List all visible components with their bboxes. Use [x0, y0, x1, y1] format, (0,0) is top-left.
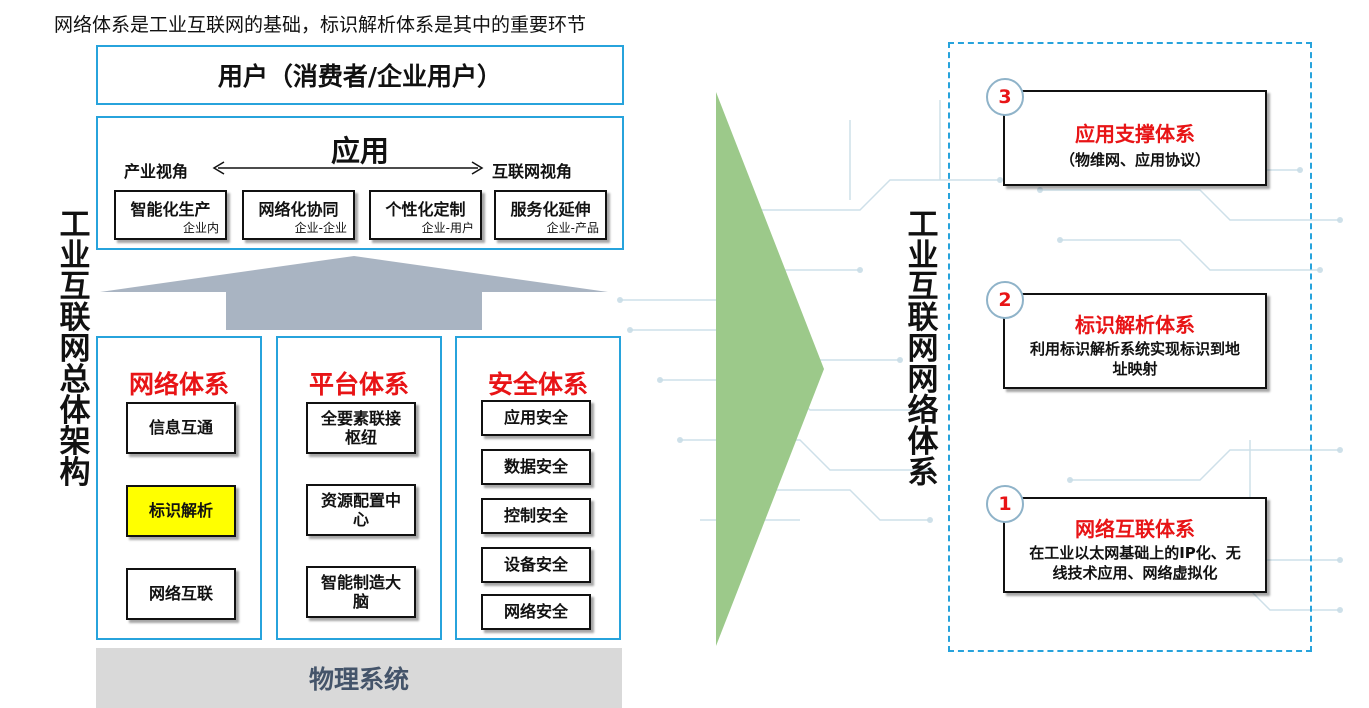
- identifier-resolution-box: 标识解析: [126, 485, 236, 537]
- number-badge-1: 1: [986, 485, 1024, 523]
- data-security-box: 数据安全: [481, 449, 591, 485]
- users-box-label: 用户（消费者/企业用户）: [217, 62, 503, 91]
- network-security-box: 网络安全: [481, 594, 591, 630]
- application-security-box: 应用安全: [481, 400, 591, 436]
- application-support-system-box: 应用支撑体系 （物维网、应用协议）: [1003, 90, 1267, 186]
- control-security-box: 控制安全: [481, 498, 591, 534]
- resource-allocation-center-box: 资源配置中心: [306, 484, 416, 536]
- number-badge-2: 2: [986, 281, 1024, 319]
- network-system-title: 网络体系: [128, 370, 229, 399]
- green-chevron-arrow: [716, 92, 824, 646]
- smart-manufacturing-brain-box: 智能制造大脑: [306, 566, 416, 618]
- users-box: 用户（消费者/企业用户）: [96, 45, 624, 105]
- app-item-personalized-customization: 个性化定制 企业-用户: [369, 190, 482, 240]
- internet-perspective-label: 互联网视角: [492, 162, 573, 181]
- network-system-panel: [948, 42, 1312, 652]
- caption: 网络体系是工业互联网的基础，标识解析体系是其中的重要环节: [54, 14, 587, 36]
- app-item-smart-production: 智能化生产 企业内: [114, 190, 227, 240]
- network-interconnection-title: 网络互联体系: [1075, 517, 1195, 541]
- application-support-title: 应用支撑体系: [1075, 122, 1195, 146]
- network-interconnect-box: 网络互联: [126, 568, 236, 620]
- left-vertical-title: 工业互联网总体架构: [59, 207, 91, 491]
- platform-system-title: 平台体系: [308, 370, 409, 399]
- network-interconnection-system-box: 网络互联体系 在工业以太网基础上的IP化、无线技术应用、网络虚拟化: [1003, 497, 1267, 593]
- identifier-resolution-title: 标识解析体系: [1075, 313, 1195, 337]
- application-support-desc: （物维网、应用协议）: [1059, 151, 1210, 169]
- security-system-title: 安全体系: [487, 370, 588, 399]
- physical-system-bar: 物理系统: [96, 648, 622, 708]
- platform-system-column: 平台体系 全要素联接枢纽 资源配置中心 智能制造大脑: [276, 336, 442, 640]
- all-elements-hub-box: 全要素联接枢纽: [306, 402, 416, 454]
- info-interconnect-box: 信息互通: [126, 402, 236, 454]
- device-security-box: 设备安全: [481, 547, 591, 583]
- up-arrow-shape: [100, 256, 608, 330]
- application-box: 应用 产业视角 互联网视角 智能化生产 企业内 网络化协同 企业-企业 个性化定…: [96, 116, 624, 250]
- identifier-resolution-system-box: 标识解析体系 利用标识解析系统实现标识到地址映射: [1003, 293, 1267, 389]
- app-item-service-extension: 服务化延伸 企业-产品: [494, 190, 607, 240]
- network-interconnection-desc: 在工业以太网基础上的IP化、无线技术应用、网络虚拟化: [1029, 544, 1241, 582]
- number-badge-3: 3: [986, 78, 1024, 116]
- right-vertical-title: 工业互联网网络体系: [907, 207, 939, 491]
- application-title: 应用: [330, 134, 389, 168]
- identifier-resolution-desc: 利用标识解析系统实现标识到地址映射: [1029, 340, 1240, 378]
- network-system-column: 网络体系 信息互通 标识解析 网络互联: [96, 336, 262, 640]
- physical-system-label: 物理系统: [308, 665, 409, 694]
- app-item-networked-collaboration: 网络化协同 企业-企业: [242, 190, 355, 240]
- industry-perspective-label: 产业视角: [124, 162, 189, 181]
- security-system-column: 安全体系 应用安全 数据安全 控制安全 设备安全 网络安全: [455, 336, 621, 640]
- double-arrow-icon: [212, 161, 484, 175]
